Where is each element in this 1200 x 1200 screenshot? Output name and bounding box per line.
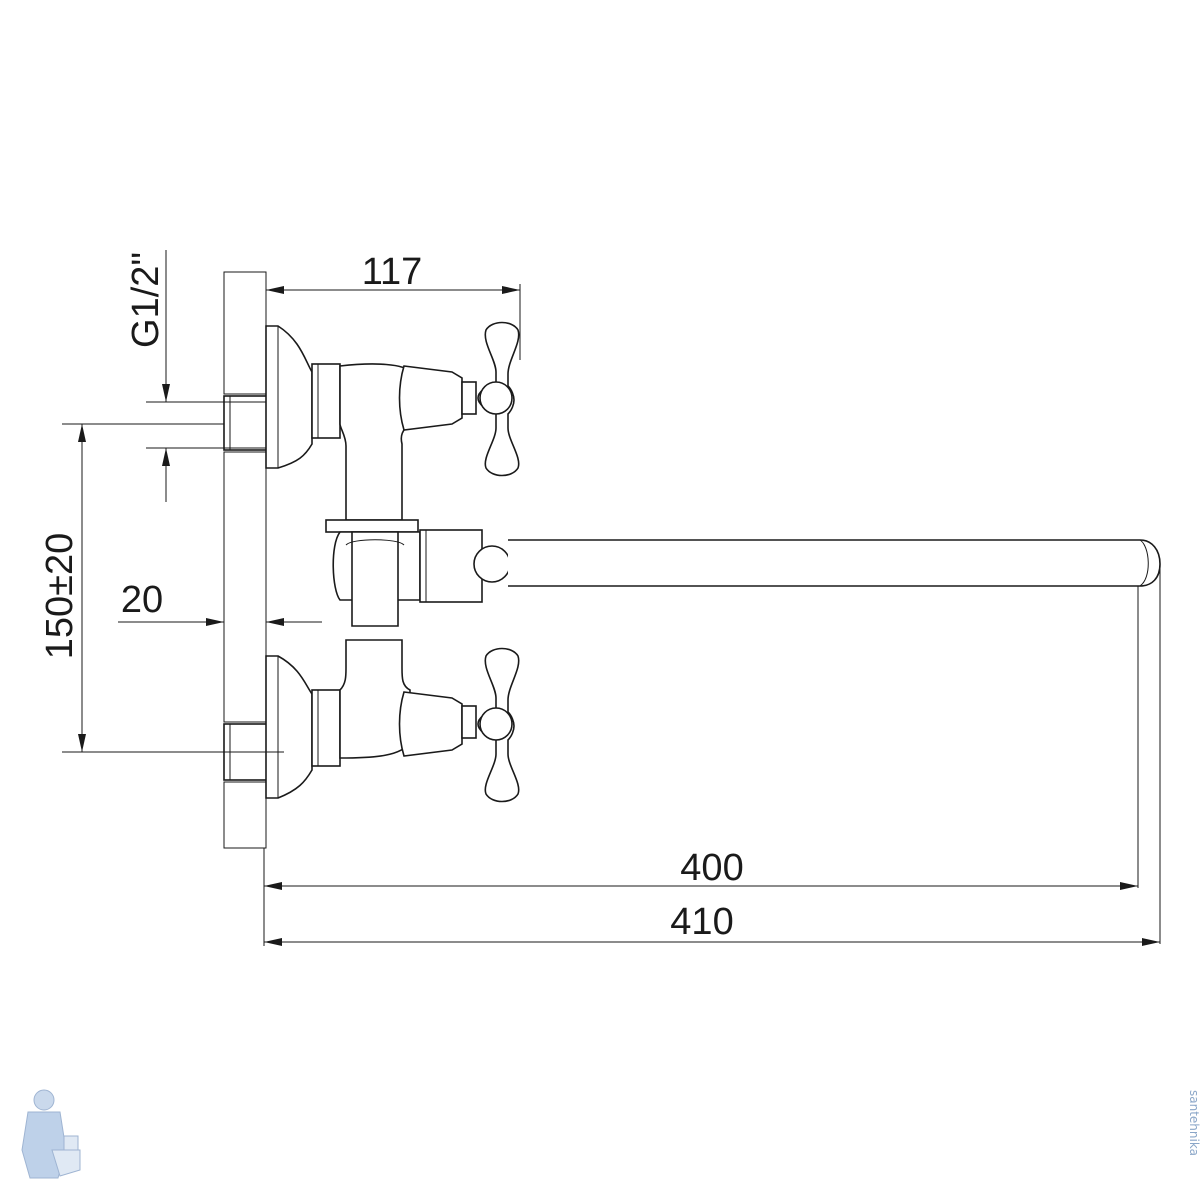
thread-label: G1/2": [125, 252, 167, 348]
upper-flange: [265, 325, 341, 469]
wall-offset-label: 20: [121, 579, 163, 621]
upper-valve: [398, 365, 477, 431]
mixer-body: [325, 363, 511, 759]
plumber-logo-icon: [21, 1089, 81, 1179]
dimension-spout-reach: 400: [263, 847, 1138, 946]
spout-reach-label: 400: [680, 847, 743, 889]
lower-valve: [398, 691, 477, 757]
depth-label: 117: [362, 251, 423, 293]
watermark-text: santehnika: [1187, 1090, 1200, 1156]
dimension-depth: 117: [266, 251, 521, 360]
dimension-wall-offset: 20: [118, 579, 322, 626]
lower-flange: [265, 655, 341, 799]
total-length-label: 410: [670, 901, 733, 943]
dimension-thread: G1/2": [125, 250, 266, 502]
dimension-total-length: 410: [264, 901, 1160, 946]
center-distance-label: 150±20: [39, 533, 81, 660]
upper-cross-handle-icon[interactable]: [477, 321, 520, 477]
dimension-center-distance: 150±20: [39, 423, 284, 753]
lower-cross-handle-icon[interactable]: [477, 647, 520, 803]
spout: [508, 539, 1161, 944]
